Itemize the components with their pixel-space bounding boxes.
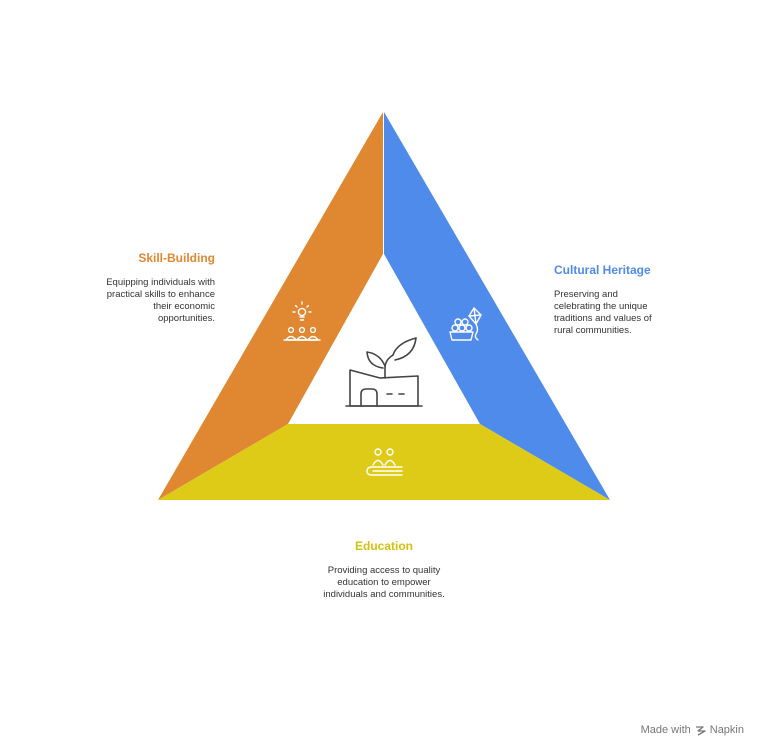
made-with-label: Made with xyxy=(640,724,691,736)
skill-building-description: Equipping individuals with practical ski… xyxy=(106,277,215,324)
napkin-watermark: Made with Napkin xyxy=(641,724,744,736)
house-with-plant-icon xyxy=(345,337,423,407)
napkin-logo-icon xyxy=(695,725,706,736)
education-description: Providing access to quality education to… xyxy=(323,565,445,600)
lightbulb-people-icon xyxy=(283,301,321,341)
skill-building-title: Skill-Building xyxy=(138,251,215,265)
people-on-book-icon xyxy=(366,448,403,476)
cultural-heritage-segment xyxy=(384,112,610,500)
cultural-heritage-description: Preserving and celebrating the unique tr… xyxy=(554,289,652,336)
napkin-brand: Napkin xyxy=(709,724,744,736)
education-segment xyxy=(158,424,610,500)
skill-building-segment xyxy=(158,112,383,500)
cultural-heritage-title: Cultural Heritage xyxy=(554,263,651,277)
kite-fruit-basket-icon xyxy=(449,307,482,341)
education-title: Education xyxy=(354,539,413,553)
